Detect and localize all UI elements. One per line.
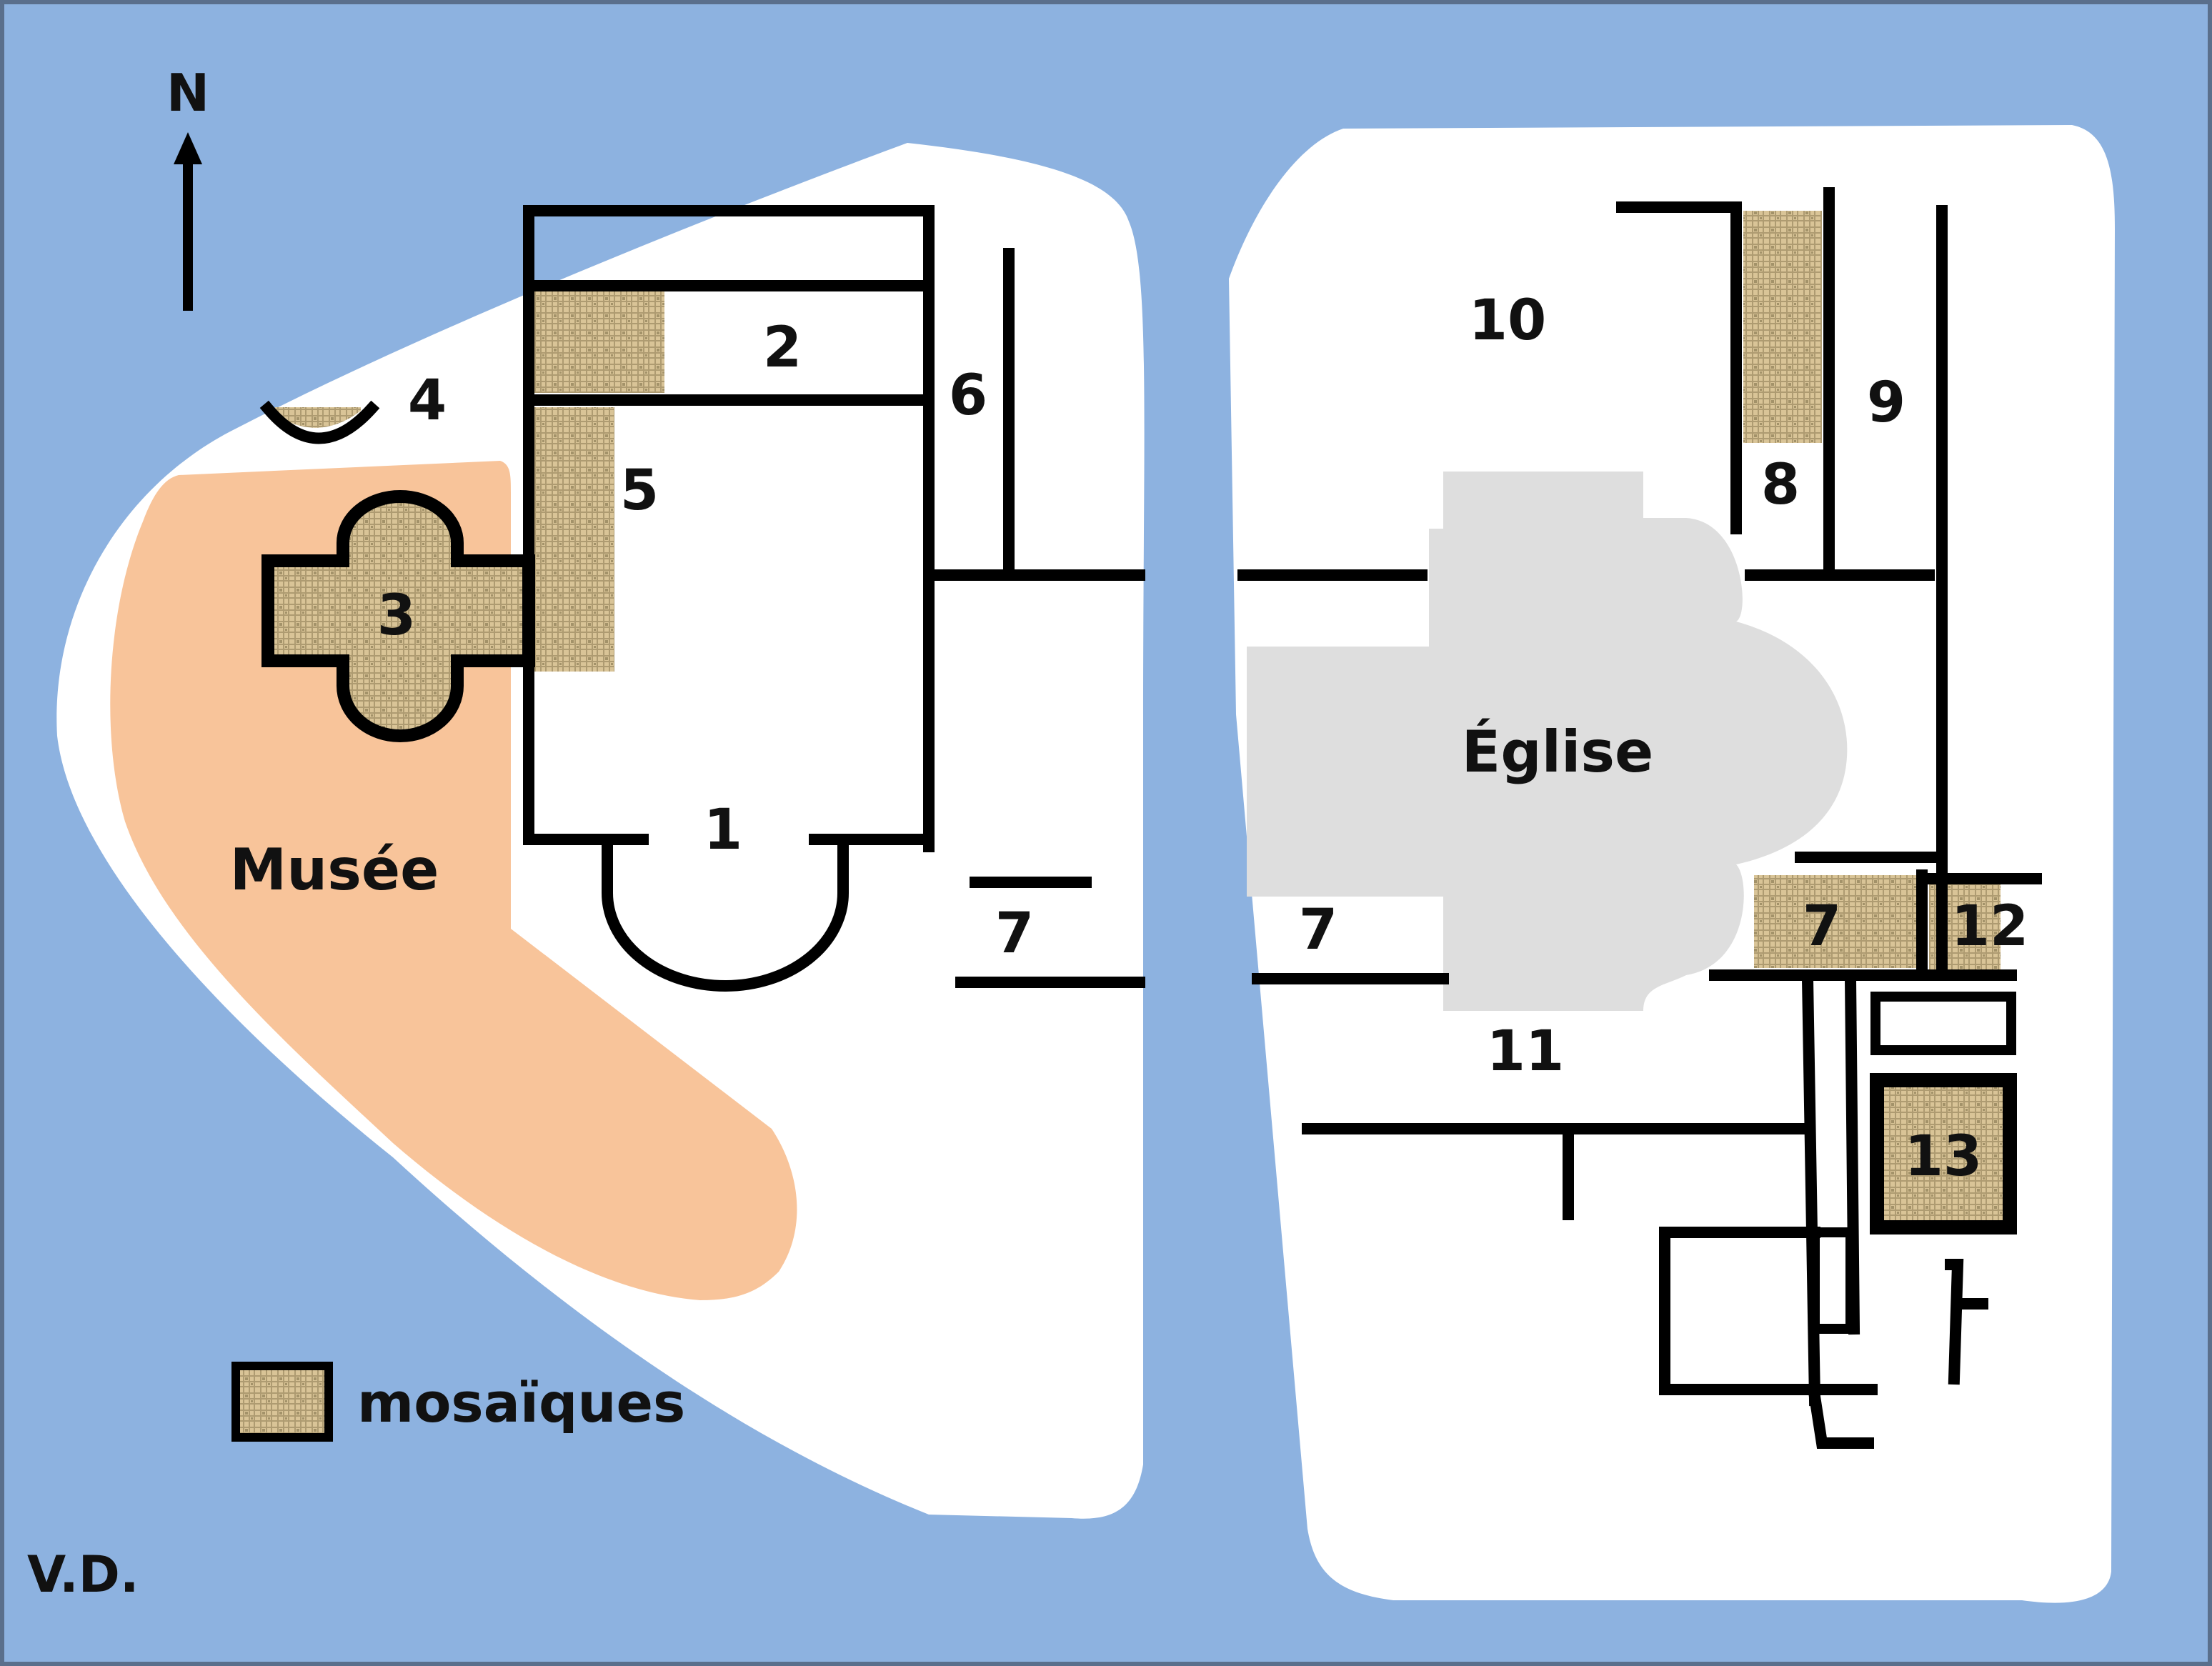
walls-east xyxy=(1237,187,2042,1449)
label-room-5: 5 xyxy=(620,459,659,523)
label-room-2: 2 xyxy=(763,316,802,380)
label-room-6: 6 xyxy=(949,364,987,428)
label-museum: Musée xyxy=(230,837,439,903)
legend: mosaïques xyxy=(231,1362,685,1442)
mosaic-room-7-east xyxy=(1754,875,1922,968)
north-arrow-label: N xyxy=(166,63,209,123)
label-room-7-west: 7 xyxy=(995,902,1034,966)
label-room-12: 12 xyxy=(1951,894,2029,959)
north-arrow: N xyxy=(166,63,209,311)
label-room-3: 3 xyxy=(377,584,416,648)
label-room-1: 1 xyxy=(704,798,742,862)
mosaic-room-13 xyxy=(1879,1082,2008,1225)
legend-mosaic-label: mosaïques xyxy=(357,1371,685,1435)
label-room-10: 10 xyxy=(1469,289,1547,353)
label-church: Église xyxy=(1462,718,1654,785)
label-room-11: 11 xyxy=(1487,1019,1565,1084)
label-room-4: 4 xyxy=(408,369,447,433)
credit-initials: V.D. xyxy=(27,1545,139,1604)
arc-room-4 xyxy=(259,400,380,444)
label-room-8: 8 xyxy=(1761,453,1800,517)
church-building xyxy=(1247,472,1848,1011)
label-room-13: 13 xyxy=(1905,1124,1983,1189)
label-room-7-east: 7 xyxy=(1803,894,1841,959)
legend-mosaic-swatch xyxy=(231,1362,333,1442)
label-room-9: 9 xyxy=(1867,371,1905,435)
mosaic-room-4 xyxy=(275,407,361,428)
room-labels: 1 2 3 4 5 6 7 7 7 8 9 10 11 12 13 Église… xyxy=(230,289,2029,1189)
label-room-7-middle: 7 xyxy=(1299,898,1337,962)
mosaic-room-8 xyxy=(1743,211,1822,443)
mosaic-room-5 xyxy=(532,407,614,672)
walls-west xyxy=(259,205,1145,992)
mosaic-room-2 xyxy=(532,286,664,393)
museum-building xyxy=(110,461,797,1300)
